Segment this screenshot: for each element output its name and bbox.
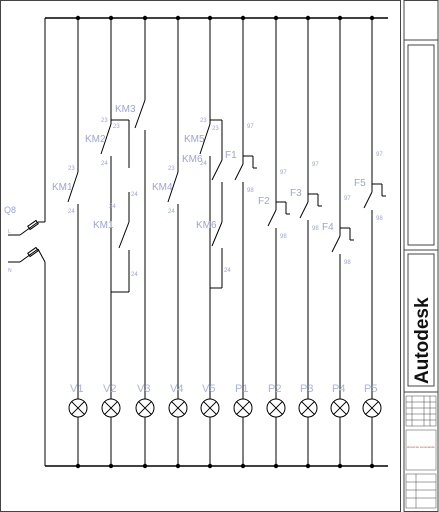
contact-km4-label: KM4 bbox=[152, 182, 173, 193]
relay-f1-blade bbox=[234, 163, 244, 181]
contact-km1b-terminal: 23 bbox=[113, 124, 120, 130]
contact-km3-blade bbox=[134, 99, 146, 129]
relay-f5-label: F5 bbox=[354, 178, 366, 189]
lamp-cross bbox=[333, 401, 347, 415]
relay-f2-blade bbox=[267, 209, 277, 227]
lamp-label-p2: P2 bbox=[268, 383, 281, 395]
lamp-cross bbox=[138, 401, 152, 415]
contact-km6-label: KM6 bbox=[182, 154, 203, 165]
relay-f2-terminal-top: 97 bbox=[280, 170, 287, 176]
contact-km1b-label: KM1 bbox=[93, 220, 114, 231]
relay-f2-label: F2 bbox=[258, 196, 270, 207]
supply-breaker-label: Q8 bbox=[4, 205, 16, 215]
lamp-label-v1: V1 bbox=[70, 383, 83, 395]
contact-km1-label: KM1 bbox=[52, 182, 73, 193]
branch-circuits: 2324KM12324KM2KM32424KM124232324KM42324K… bbox=[52, 15, 386, 469]
contact-km6-blade bbox=[211, 159, 223, 181]
lamp-label-v5: V5 bbox=[202, 383, 215, 395]
lamp-label-p5: P5 bbox=[364, 383, 377, 395]
lamp-cross bbox=[203, 401, 217, 415]
contact-km5-label: KM5 bbox=[184, 134, 205, 145]
contact-km1-blade bbox=[67, 171, 79, 203]
lamp-label-v2: V2 bbox=[103, 383, 116, 395]
lamp-cross bbox=[171, 401, 185, 415]
contact-km1-terminal-top: 23 bbox=[68, 166, 75, 172]
relay-f4-label: F4 bbox=[322, 222, 334, 233]
relay-f4-terminal-top: 97 bbox=[344, 196, 351, 202]
relay-f2-terminal-bottom: 98 bbox=[280, 234, 287, 240]
lamp-cross bbox=[236, 401, 250, 415]
relay-f5-terminal-bottom: 98 bbox=[376, 216, 383, 222]
contact-km5-terminal-top: 23 bbox=[200, 118, 207, 124]
lamp-label-v3: V3 bbox=[137, 383, 150, 395]
relay-f1-terminal-bottom: 98 bbox=[247, 188, 254, 194]
lamp-label-v4: V4 bbox=[170, 383, 183, 395]
brand-logo: Autodesk bbox=[412, 297, 433, 384]
contact-km2-terminal-top: 23 bbox=[101, 118, 108, 124]
interlock-terminal: 24 bbox=[131, 192, 138, 198]
relay-f1-label: F1 bbox=[225, 150, 237, 161]
logo-box bbox=[407, 44, 435, 246]
lamp-cross bbox=[71, 401, 85, 415]
brand-box bbox=[407, 253, 435, 387]
relay-f5-terminal-top: 97 bbox=[376, 152, 383, 158]
contact-km3-label: KM3 bbox=[115, 104, 136, 115]
contact-km4-terminal-bottom: 24 bbox=[168, 209, 175, 215]
relay-f3-blade bbox=[299, 201, 309, 219]
contact-km5-blade bbox=[199, 123, 211, 155]
relay-f4-terminal-bottom: 98 bbox=[344, 260, 351, 266]
contact-km2-blade bbox=[100, 123, 112, 155]
contact-km1-blade bbox=[118, 221, 130, 249]
contact-km6b-terminal: 24 bbox=[224, 268, 231, 274]
contact-km2-label: KM2 bbox=[85, 134, 106, 145]
contact-km6b-blade bbox=[211, 221, 223, 247]
relay-f3-terminal-bottom: 98 bbox=[312, 226, 319, 232]
lamp-label-p4: P4 bbox=[332, 383, 345, 395]
relay-f3-terminal-top: 97 bbox=[312, 162, 319, 168]
title-block-frame bbox=[403, 0, 439, 512]
lamp-label-p1: P1 bbox=[235, 383, 248, 395]
supply-terminal-l: L bbox=[8, 229, 11, 235]
relay-f3-label: F3 bbox=[290, 188, 302, 199]
contact-km4-terminal-top: 23 bbox=[168, 166, 175, 172]
title-block-table bbox=[405, 395, 437, 509]
sheet-note: circuit de commande bbox=[407, 445, 435, 449]
contact-km6b-label: KM6 bbox=[196, 220, 217, 231]
contact-km5-terminal-bottom: 24 bbox=[200, 161, 207, 167]
supply-breaker bbox=[8, 219, 46, 263]
supply-terminal-n: N bbox=[8, 268, 12, 274]
contact-km1-terminal-bottom: 24 bbox=[68, 209, 75, 215]
contact-km6-terminal: 23 bbox=[212, 126, 219, 132]
lamp-cross bbox=[365, 401, 379, 415]
relay-f4-blade bbox=[331, 235, 341, 253]
contact-km1b-terminal: 24 bbox=[131, 272, 138, 278]
contact-km4-blade bbox=[167, 171, 179, 203]
lamp-cross bbox=[301, 401, 315, 415]
contact-km2-terminal-bottom: 24 bbox=[101, 161, 108, 167]
lamp-cross bbox=[269, 401, 283, 415]
lamp-label-p3: P3 bbox=[300, 383, 313, 395]
relay-f5-blade bbox=[363, 191, 373, 209]
lamp-cross bbox=[104, 401, 118, 415]
interlock-terminal: 24 bbox=[109, 204, 116, 210]
relay-f1-terminal-top: 97 bbox=[247, 124, 254, 130]
